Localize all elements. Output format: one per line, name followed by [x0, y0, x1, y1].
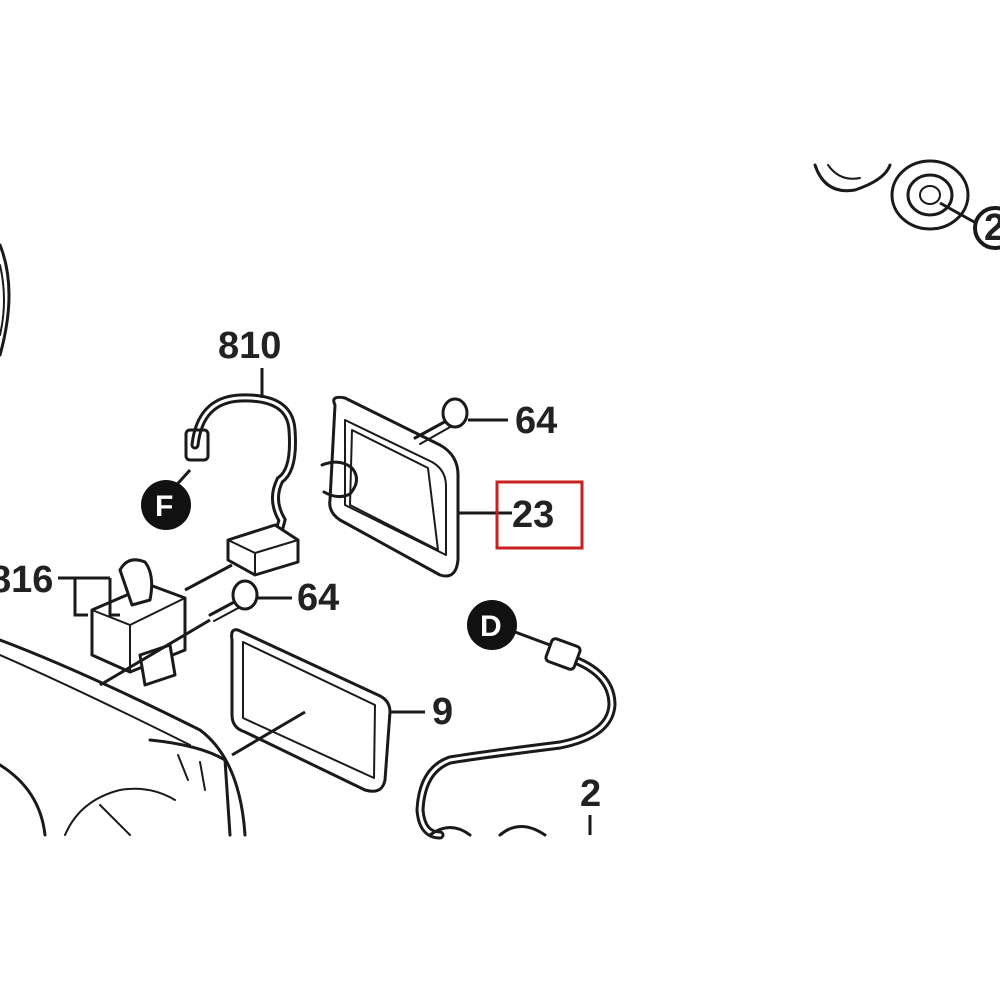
- screw-64-top: 64: [413, 397, 557, 445]
- callout-letter-d: D: [480, 610, 502, 643]
- callout-letter-f: F: [155, 490, 173, 523]
- wire-assembly-d: [415, 637, 617, 840]
- cover-plate-23: [320, 395, 512, 578]
- part-number-2-bottom: 2: [580, 773, 601, 815]
- bracket-816: 816: [0, 558, 233, 687]
- screw-64-middle: 64: [99, 577, 339, 687]
- motor-housing: [0, 638, 247, 837]
- part-number-64-middle: 64: [297, 577, 339, 619]
- part-number-2-top-right: 2: [984, 207, 1000, 249]
- part-number-23: 23: [512, 494, 554, 536]
- part-number-810: 810: [218, 325, 281, 367]
- part-number-64-top: 64: [515, 400, 557, 442]
- part-number-816: 816: [0, 559, 53, 601]
- gasket-9: 9: [230, 628, 453, 793]
- callout-d: D: [467, 600, 551, 650]
- highlight-box-23: [495, 480, 584, 550]
- wire-assembly-810: 810: [170, 325, 300, 577]
- bearing-top-right: 2: [813, 159, 1000, 250]
- part-2-top-right-callout: [973, 206, 1000, 250]
- part-2-bottom: 2: [580, 773, 601, 835]
- housing-edge-left: [0, 243, 11, 357]
- callout-f: F: [141, 480, 191, 530]
- part-number-9: 9: [432, 691, 453, 733]
